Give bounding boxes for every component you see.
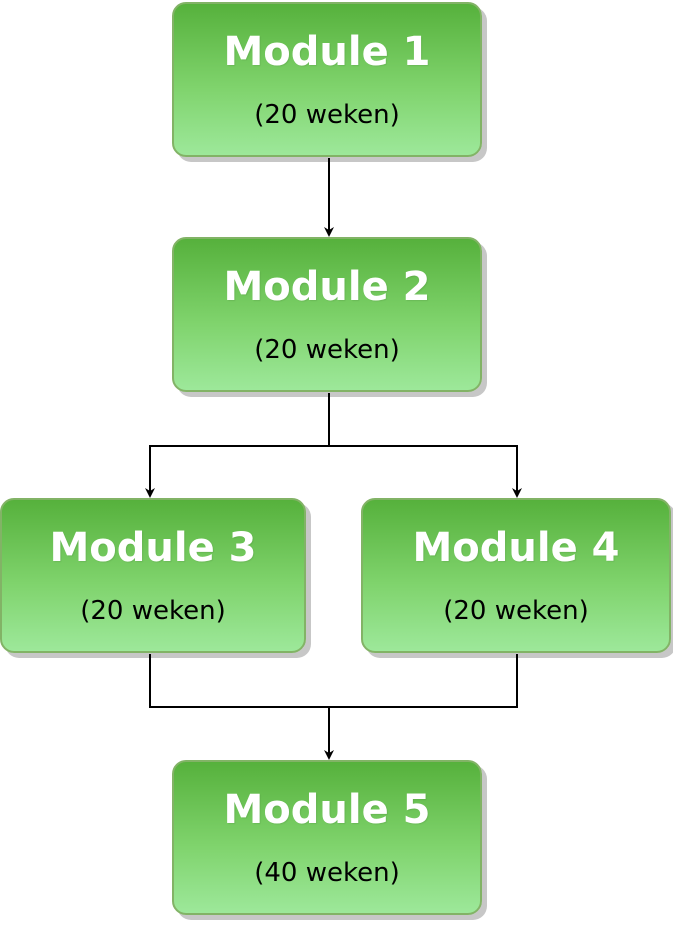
- module-2-node: Module 2 (20 weken): [172, 237, 482, 392]
- edge-m2-m3: [145, 393, 330, 498]
- edge-m3-m5: [149, 654, 334, 760]
- module-2-duration: (20 weken): [254, 335, 400, 365]
- module-5-duration: (40 weken): [254, 858, 400, 888]
- module-1-node: Module 1 (20 weken): [172, 2, 482, 157]
- edge-m2-m4: [329, 445, 522, 498]
- edge-m4-m5: [329, 654, 518, 708]
- module-5-title: Module 5: [223, 787, 431, 833]
- module-4-title: Module 4: [412, 525, 620, 571]
- module-4-duration: (20 weken): [443, 596, 589, 626]
- module-1-title: Module 1: [223, 29, 431, 75]
- module-4-node: Module 4 (20 weken): [361, 498, 671, 653]
- module-5-node: Module 5 (40 weken): [172, 760, 482, 915]
- module-1-duration: (20 weken): [254, 100, 400, 130]
- module-3-node: Module 3 (20 weken): [0, 498, 306, 653]
- module-3-duration: (20 weken): [80, 596, 226, 626]
- module-3-title: Module 3: [49, 525, 257, 571]
- module-2-title: Module 2: [223, 264, 431, 310]
